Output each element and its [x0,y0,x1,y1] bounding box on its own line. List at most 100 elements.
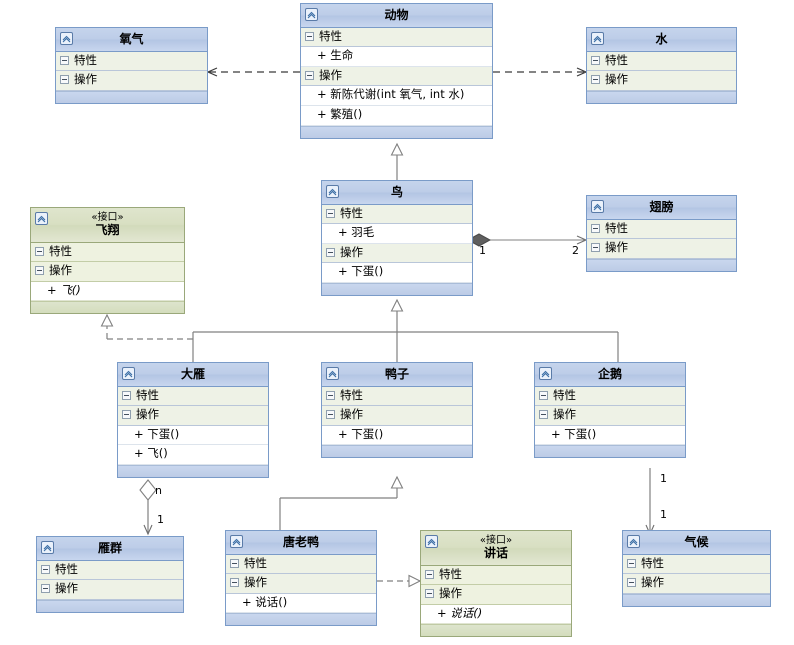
collapse-icon[interactable] [60,75,69,85]
collapse-icon[interactable] [122,391,131,401]
section-operations[interactable]: 操作 [322,406,472,426]
class-icon [627,535,640,548]
section-operations[interactable]: 操作 [301,67,492,87]
section-attributes[interactable]: 特性 [37,561,183,581]
collapse-icon[interactable] [591,243,600,253]
edge-subclasses-to-bird [192,298,619,362]
class-box-animal[interactable]: 动物 特性 + 生命 操作 + 新陈代谢(int 氧气, int 水) + 繁殖… [300,3,493,139]
attribute-item[interactable]: + 生命 [301,47,492,68]
class-footer [56,90,207,103]
section-label: 操作 [244,575,267,590]
section-attributes[interactable]: 特性 [623,555,770,575]
class-box-penguin[interactable]: 企鹅 特性 操作 + 下蛋() [534,362,686,459]
collapse-icon[interactable] [35,247,44,257]
class-icon [230,535,243,548]
section-operations[interactable]: 操作 [587,239,736,259]
class-box-climate[interactable]: 气候 特性 操作 [622,530,771,607]
collapse-icon[interactable] [425,570,434,580]
section-operations[interactable]: 操作 [37,580,183,600]
collapse-icon[interactable] [539,391,548,401]
section-attributes[interactable]: 特性 [322,205,472,225]
section-attributes[interactable]: 特性 [421,566,571,586]
section-operations[interactable]: 操作 [421,585,571,605]
collapse-icon[interactable] [627,559,636,569]
operation-item[interactable]: + 说话() [421,604,571,625]
operation-item[interactable]: + 飞() [31,281,184,302]
operation-item[interactable]: + 说话() [226,593,376,614]
interface-icon [425,535,438,548]
operation-item[interactable]: + 繁殖() [301,106,492,126]
section-operations[interactable]: 操作 [31,262,184,282]
section-operations[interactable]: 操作 [535,406,685,426]
section-label: 特性 [340,206,363,221]
collapse-icon[interactable] [591,75,600,85]
collapse-icon[interactable] [591,56,600,66]
operation-item[interactable]: + 下蛋() [535,425,685,446]
section-attributes[interactable]: 特性 [535,387,685,407]
collapse-icon[interactable] [41,584,50,594]
class-name: 动物 [384,8,409,22]
class-header-bird: 鸟 [322,181,472,206]
class-box-duck[interactable]: 鸭子 特性 操作 + 下蛋() [321,362,473,459]
collapse-icon[interactable] [230,578,239,588]
section-label: 操作 [136,407,159,422]
attribute-item[interactable]: + 羽毛 [322,224,472,245]
collapse-icon[interactable] [305,32,314,42]
class-box-water[interactable]: 水 特性 操作 [586,27,737,104]
section-operations[interactable]: 操作 [322,244,472,264]
operation-item[interactable]: + 下蛋() [322,425,472,446]
collapse-icon[interactable] [591,224,600,234]
operation-item[interactable]: + 飞() [118,445,268,466]
section-operations[interactable]: 操作 [56,71,207,91]
collapse-icon[interactable] [539,410,548,420]
section-operations[interactable]: 操作 [587,71,736,91]
section-attributes[interactable]: 特性 [301,28,492,48]
collapse-icon[interactable] [41,565,50,575]
section-label: 操作 [319,68,342,83]
collapse-icon[interactable] [230,559,239,569]
multiplicity-label: 1 [660,472,667,485]
class-box-donald[interactable]: 唐老鸭 特性 操作 + 说话() [225,530,377,627]
section-attributes[interactable]: 特性 [118,387,268,407]
class-footer [118,465,268,478]
section-attributes[interactable]: 特性 [56,52,207,72]
section-attributes[interactable]: 特性 [587,52,736,72]
collapse-icon[interactable] [627,578,636,588]
class-name: 讲话 [483,546,508,560]
class-box-gooseflock[interactable]: 雁群 特性 操作 [36,536,184,613]
collapse-icon[interactable] [305,71,314,81]
class-box-bird[interactable]: 鸟 特性 + 羽毛 操作 + 下蛋() [321,180,473,297]
class-box-oxygen[interactable]: 氧气 特性 操作 [55,27,208,104]
class-icon [122,367,135,380]
section-attributes[interactable]: 特性 [322,387,472,407]
operation-item[interactable]: + 下蛋() [322,263,472,284]
section-operations[interactable]: 操作 [623,574,770,594]
collapse-icon[interactable] [122,410,131,420]
class-box-wildgoose[interactable]: 大雁 特性 操作 + 下蛋() + 飞() [117,362,269,479]
collapse-icon[interactable] [326,391,335,401]
class-footer [421,624,571,637]
interface-box-fly[interactable]: «接口» 飞翔 特性 操作 + 飞() [30,207,185,315]
operation-item[interactable]: + 下蛋() [118,425,268,446]
section-attributes[interactable]: 特性 [226,555,376,575]
class-footer [31,301,184,314]
section-attributes[interactable]: 特性 [31,243,184,263]
class-box-wing[interactable]: 翅膀 特性 操作 [586,195,737,272]
collapse-icon[interactable] [326,209,335,219]
class-icon [591,32,604,45]
section-operations[interactable]: 操作 [226,574,376,594]
collapse-icon[interactable] [35,266,44,276]
section-label: 特性 [605,221,628,236]
section-operations[interactable]: 操作 [118,406,268,426]
section-label: 特性 [244,556,267,571]
section-attributes[interactable]: 特性 [587,220,736,240]
collapse-icon[interactable] [326,410,335,420]
collapse-icon[interactable] [425,589,434,599]
operation-item[interactable]: + 新陈代谢(int 氧气, int 水) [301,86,492,107]
multiplicity-label: 1 [479,244,486,257]
interface-box-speak[interactable]: «接口» 讲话 特性 操作 + 说话() [420,530,572,638]
class-header-climate: 气候 [623,531,770,556]
collapse-icon[interactable] [326,248,335,258]
collapse-icon[interactable] [60,56,69,66]
class-footer [322,445,472,458]
